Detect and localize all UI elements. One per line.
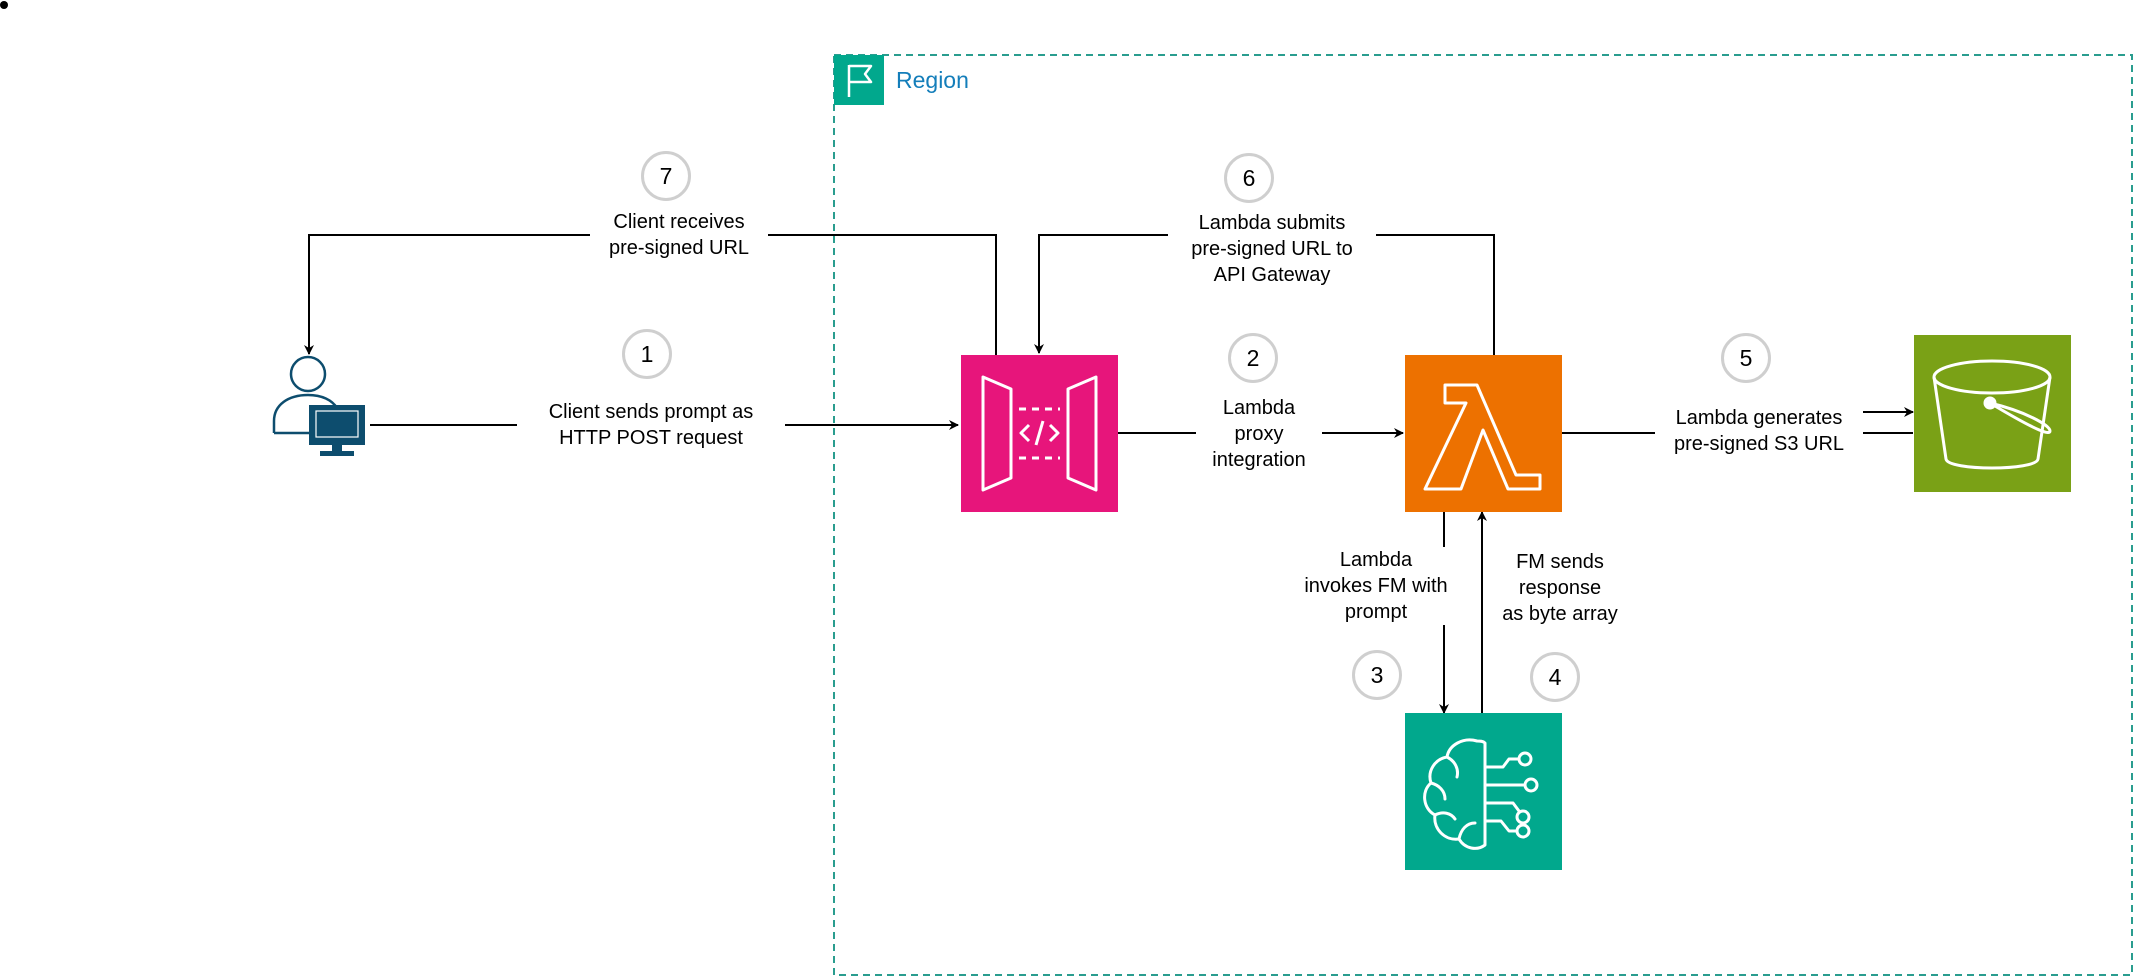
s3-bucket-icon: [1914, 335, 2071, 492]
step-badge-1: 1: [622, 329, 672, 379]
step-label-5: Lambda generates pre-signed S3 URL: [1655, 405, 1863, 457]
step-label-6: Lambda submits pre-signed URL to API Gat…: [1168, 210, 1376, 288]
lambda-icon: [1405, 355, 1562, 512]
step-badge-6: 6: [1224, 153, 1274, 203]
step-label-3: Lambda invokes FM with prompt: [1292, 547, 1460, 625]
client-user-icon: [270, 355, 375, 458]
step-label-4: FM sends response as byte array: [1486, 549, 1634, 627]
region-label: Region: [896, 67, 969, 93]
region-flag-icon: [834, 55, 884, 105]
bedrock-brain-icon: [1405, 713, 1562, 870]
step-label-2: Lambda proxy integration: [1196, 395, 1322, 473]
step-label-1: Client sends prompt as HTTP POST request: [517, 399, 785, 451]
api-gateway-icon: [961, 355, 1118, 512]
region-boundary: [833, 54, 2133, 976]
step-badge-2: 2: [1228, 333, 1278, 383]
step-badge-5: 5: [1721, 333, 1771, 383]
step-badge-7: 7: [641, 151, 691, 201]
step-label-7: Client receives pre-signed URL: [590, 209, 768, 261]
step-badge-3: 3: [1352, 650, 1402, 700]
corner-dot: [0, 1, 8, 9]
step-badge-4: 4: [1530, 652, 1580, 702]
